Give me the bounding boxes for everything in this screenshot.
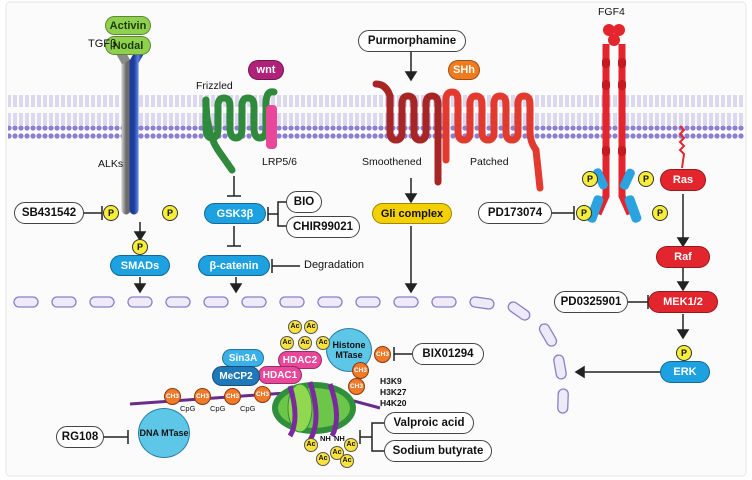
raf-node: Raf [656, 246, 710, 268]
smoothened-label: Smoothened [362, 156, 422, 168]
acetyl-group: Ac [304, 438, 318, 452]
lrp-label: LRP5/6 [262, 156, 298, 168]
methyl-group: CH3 [194, 388, 211, 405]
dna-mtase-node: DNA MTase [138, 408, 190, 458]
acetyl-group: Ac [316, 452, 330, 466]
methyl-group: CH3 [352, 362, 369, 379]
patched-label: Patched [470, 156, 509, 168]
methyl-group: CH3 [374, 346, 391, 363]
purmorphamine-box: Purmorphamine [358, 30, 466, 52]
phosphate-fgfr-4: P [652, 205, 668, 221]
pd0325901-box: PD0325901 [554, 291, 628, 313]
h3k27-label: H3K27 [380, 387, 407, 397]
h3k9-label: H3K9 [380, 376, 402, 386]
smads-node: SMADs [110, 255, 170, 276]
activin-ligand: Activin [105, 16, 151, 35]
nodal-ligand: Nodal [105, 36, 151, 55]
smoothened-receptor [372, 80, 442, 186]
alks-label: ALKs [98, 158, 124, 170]
nucleosome [272, 381, 356, 442]
phosphate-fgfr-2: P [638, 171, 654, 187]
phosphate-alk-right: P [162, 205, 178, 221]
rg108-box: RG108 [56, 426, 104, 448]
bio-box: BIO [286, 191, 322, 213]
cell-membrane [8, 95, 744, 139]
bcatenin-node: β-catenin [198, 255, 270, 276]
frizzled-receptor [202, 88, 278, 142]
h4k20-label: H4K20 [380, 398, 407, 408]
gsk3b-node: GSK3β [204, 203, 266, 224]
phosphate-alk-left: P [103, 205, 119, 221]
acetyl-group: Ac [340, 454, 354, 468]
frizzled-label: Frizzled [196, 80, 233, 92]
methyl-group: CH3 [348, 378, 365, 395]
phosphate-fgfr-3: P [576, 205, 592, 221]
fgf4-label: FGF4 [598, 6, 625, 18]
patched-receptor [442, 88, 544, 192]
acetyl-group: Ac [304, 320, 318, 334]
fgf-receptor [586, 24, 642, 223]
phosphate-smads: P [132, 239, 148, 255]
phosphate-erk: P [676, 345, 692, 361]
lrp-receptor [266, 105, 277, 149]
tgfb-label: TGFβ [88, 38, 117, 50]
acetyl-group: Ac [316, 336, 330, 350]
degradation-label: Degradation [304, 259, 364, 271]
sin3a-node: Sin3A [222, 349, 264, 367]
acetyl-group: Ac [280, 336, 294, 350]
mecp2-node: MeCP2 [212, 366, 260, 386]
cpg-label: CpG [180, 404, 196, 413]
methyl-group: CH3 [224, 388, 241, 405]
hdac1-node: HDAC1 [258, 366, 302, 384]
cpg-label: CpG [240, 404, 256, 413]
chir99021-box: CHIR99021 [286, 216, 360, 238]
alk-receptor [113, 43, 147, 215]
sb431542-box: SB431542 [14, 202, 84, 224]
bix01294-box: BIX01294 [412, 343, 484, 365]
acetyl-group: Ac [344, 438, 358, 452]
methyl-group: CH3 [254, 386, 271, 403]
nh-label: NH [320, 434, 331, 443]
sodium-butyrate-box: Sodium butyrate [384, 440, 492, 462]
acetyl-group: Ac [288, 320, 302, 334]
nuclear-envelope [13, 296, 569, 414]
methyl-group: CH3 [164, 388, 181, 405]
valproic-acid-box: Valproic acid [384, 412, 474, 434]
cpg-label: CpG [210, 404, 226, 413]
nh-label: NH [334, 434, 345, 443]
ras-node: Ras [660, 169, 706, 191]
erk-node: ERK [660, 361, 710, 383]
mek-node: MEK1/2 [648, 291, 718, 313]
gli-complex-node: Gli complex [372, 203, 452, 224]
pd173074-box: PD173074 [478, 202, 552, 224]
shh-ligand: SHh [448, 60, 480, 80]
wnt-ligand: wnt [248, 60, 284, 80]
phosphate-fgfr-1: P [582, 171, 598, 187]
acetyl-group: Ac [298, 336, 312, 350]
